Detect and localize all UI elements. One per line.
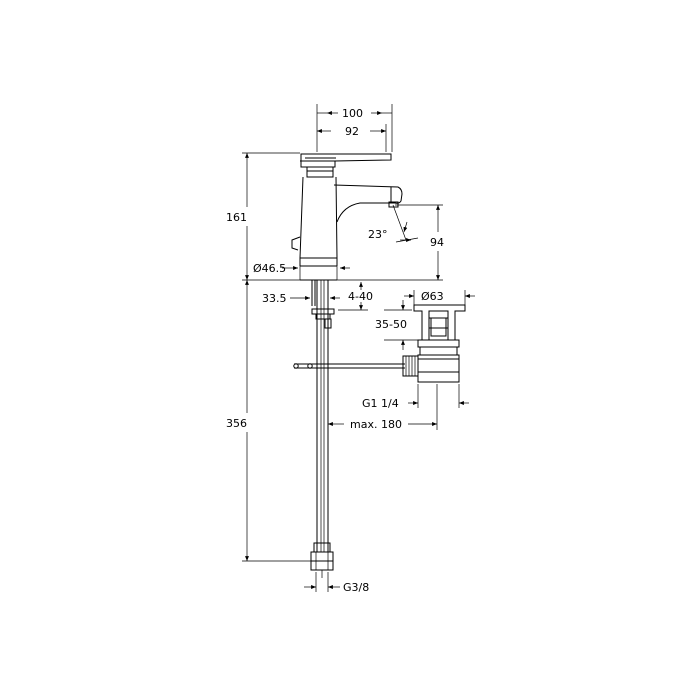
handle-neck	[306, 167, 334, 178]
mounting-washer	[311, 308, 335, 315]
dim-width-92: 92	[345, 125, 359, 138]
spout	[333, 184, 403, 223]
waste-nut	[417, 339, 460, 348]
dimension-labels: 100 92 161 23° 94 Ø46.5 33.5 4-40 Ø63 35…	[226, 107, 444, 594]
dim-angle-23: 23°	[368, 228, 388, 241]
dim-range-4-40: 4-40	[348, 290, 373, 303]
dim-height-94: 94	[430, 236, 444, 249]
dim-range-35-50: 35-50	[375, 318, 407, 331]
aerator	[388, 201, 399, 208]
waste-flange	[413, 304, 466, 341]
popup-rod	[293, 363, 405, 369]
dim-height-356: 356	[226, 417, 247, 430]
dim-33-5: 33.5	[262, 292, 287, 305]
dim-thread-g3-8: G3/8	[343, 581, 369, 594]
body-left-edge	[299, 176, 304, 266]
dim-dia-63: Ø63	[421, 290, 444, 303]
waste-body	[417, 358, 460, 383]
dimension-lines	[242, 104, 475, 592]
rod-connector	[402, 355, 419, 377]
dim-height-161: 161	[226, 211, 247, 224]
waste-valve	[402, 304, 466, 383]
popup-knob	[291, 236, 301, 251]
dim-dia-46-5: Ø46.5	[253, 262, 286, 275]
dim-thread-g1-1-4: G1 1/4	[362, 397, 399, 410]
dim-width-100: 100	[342, 107, 363, 120]
dim-max-180: max. 180	[350, 418, 402, 431]
supply-hose	[310, 280, 335, 578]
faucet-body	[291, 153, 403, 281]
